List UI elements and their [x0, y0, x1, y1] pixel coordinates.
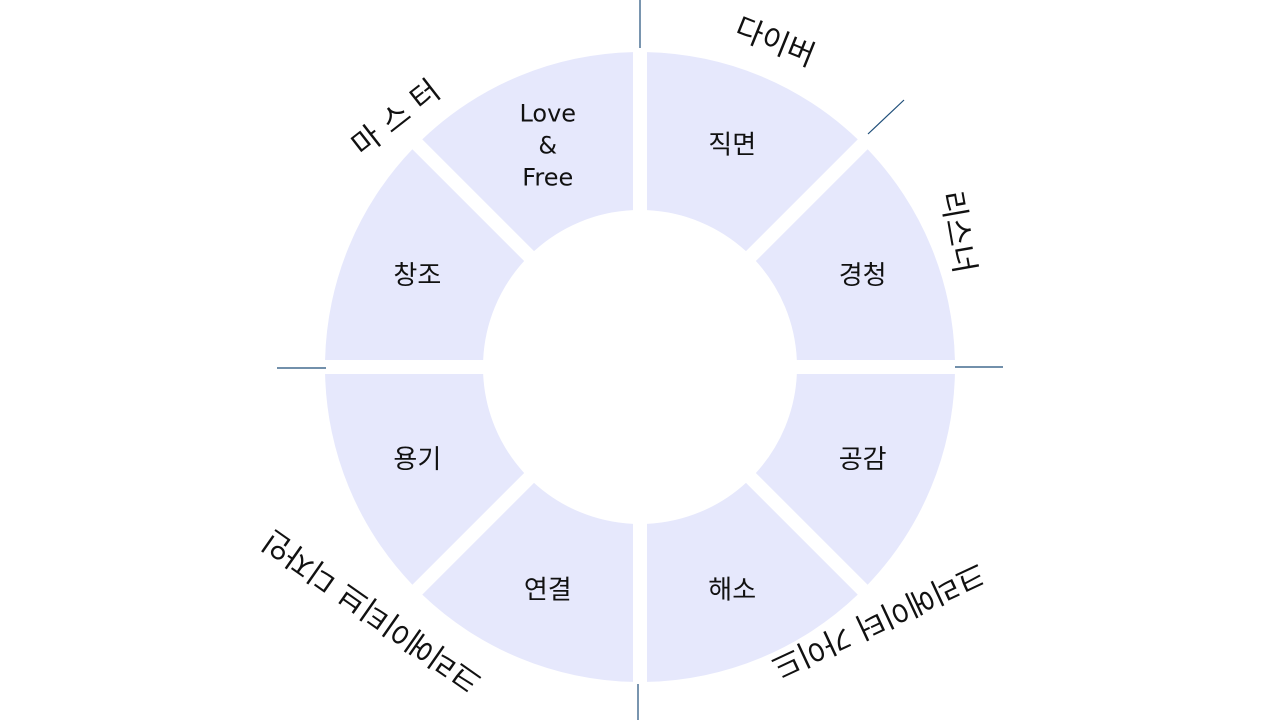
wheel-segment — [647, 52, 858, 252]
quadrant-label: 마 스 터 — [345, 73, 447, 163]
segment-label: 연결 — [524, 576, 572, 606]
wheel-segment — [325, 374, 525, 585]
wheel-segment — [647, 482, 858, 682]
segment-label: 경청 — [839, 261, 887, 291]
quadrant-label: 다이버 — [730, 11, 820, 74]
quadrant-dividers — [277, 0, 1003, 720]
wheel-segment — [325, 149, 525, 360]
wheel-segment — [755, 374, 955, 585]
wheel-segment — [422, 482, 633, 682]
segment-label: Love&Free — [519, 99, 576, 191]
segment-label: 용기 — [393, 445, 441, 475]
wheel-segment — [755, 149, 955, 360]
segment-label: 직면 — [708, 130, 756, 160]
quadrant-label: 리스너 — [933, 188, 982, 276]
wheel-segment — [422, 52, 633, 252]
segment-label: 해소 — [708, 576, 756, 606]
segment-label: 공감 — [839, 445, 887, 475]
wheel-segments — [325, 52, 955, 682]
segment-label: 창조 — [393, 261, 441, 291]
divider-line — [867, 99, 905, 135]
